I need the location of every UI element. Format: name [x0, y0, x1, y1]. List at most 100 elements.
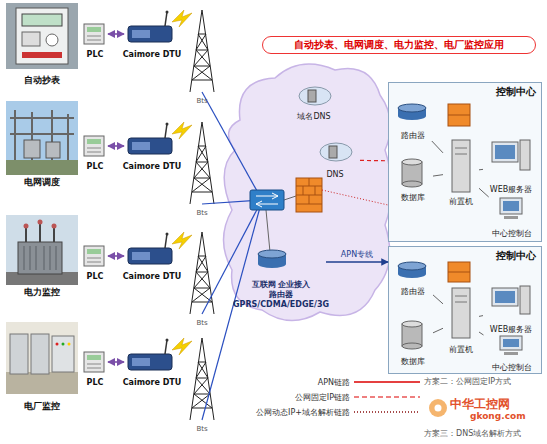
router-icon — [398, 112, 426, 120]
photo-substation — [67, 114, 69, 160]
firewall — [296, 178, 322, 204]
device-box: WEB服务器 — [483, 285, 539, 335]
node-label: Bts — [196, 209, 207, 218]
dtu-modem: Caimore DTU — [124, 18, 180, 60]
connector — [433, 175, 443, 176]
base-station: Bts — [184, 4, 220, 106]
server-tower — [455, 302, 467, 303]
firewall — [309, 178, 310, 186]
plc-box: PLC — [82, 244, 108, 282]
node-label: GPRS/CDMA/EDGE/3G — [233, 300, 329, 310]
console-pc — [500, 336, 522, 350]
node-label: 中心控制台 — [492, 229, 532, 239]
dtu-modem: Caimore DTU — [124, 130, 180, 172]
connector — [479, 315, 483, 317]
row-devices — [84, 122, 214, 204]
photo-meter — [6, 3, 78, 69]
photo-control-room — [56, 343, 59, 346]
node-label: 前置机 — [449, 197, 473, 207]
console-pc — [500, 198, 522, 214]
dtu-modem: Caimore DTU — [124, 346, 180, 388]
node-label: Caimore DTU — [123, 272, 182, 282]
node-label: PLC — [87, 378, 104, 388]
scheme-note: 方案三：DNS域名解析方式 — [424, 428, 521, 439]
firewall — [448, 104, 470, 282]
row-devices — [84, 10, 214, 92]
console-pc — [503, 339, 519, 347]
photo-substation — [6, 101, 78, 175]
tower-link — [202, 92, 262, 200]
dtu-modem: Caimore DTU — [124, 240, 180, 282]
photo-control-room — [62, 343, 65, 346]
connector — [479, 332, 484, 335]
node-label: 电厂监控 — [24, 401, 60, 412]
node-label: 中心控制台 — [492, 363, 532, 373]
legend-row: 公网动态IP+域名解析链路 — [230, 406, 420, 418]
server-tower — [452, 288, 470, 338]
photo-control-room — [6, 322, 78, 394]
database-icon — [402, 181, 422, 187]
node-label: Caimore DTU — [123, 50, 182, 60]
photo-transformer — [56, 246, 57, 270]
legend-row: 公网固定IP链路 — [230, 391, 420, 403]
photo-transformer — [44, 246, 45, 270]
dns-server: 域名DNS — [282, 82, 346, 122]
node-label: Caimore DTU — [123, 162, 182, 172]
node-label: Bts — [196, 425, 207, 434]
photo-transformer — [24, 246, 25, 270]
edge-label: APN专线 — [341, 249, 373, 260]
device-box: 数据库 — [393, 317, 433, 367]
dns-cloud — [320, 143, 352, 161]
legend-line — [354, 396, 420, 397]
web-server — [520, 286, 530, 314]
node-label: 互联网 企业接入路由器 — [251, 280, 311, 300]
database-icon — [402, 159, 422, 165]
control-center: 控制中心路由器前置机WEB服务器数据库中心控制台 — [388, 246, 542, 374]
dns-server: DNS — [310, 140, 360, 180]
row-devices — [84, 232, 214, 314]
server-tower — [455, 296, 467, 297]
firewall — [309, 195, 310, 204]
node-label: 域名DNS — [297, 112, 330, 122]
router-icon — [258, 260, 286, 268]
legend-swatch — [354, 407, 420, 417]
database-icon — [402, 343, 422, 349]
connector — [326, 261, 388, 263]
firewall — [296, 178, 322, 212]
connector — [479, 188, 489, 197]
dns-cloud — [329, 146, 337, 158]
network-switch — [250, 190, 284, 210]
connector — [433, 295, 443, 304]
network-switch — [250, 190, 284, 210]
link-dotted — [322, 190, 388, 205]
web-server — [492, 142, 518, 162]
photo-control-room — [31, 334, 49, 374]
device-box: 前置机 — [443, 137, 479, 207]
watermark: 中华工控网 — [450, 396, 510, 413]
control-center-panel — [388, 82, 542, 374]
watermark: gkong.com — [470, 411, 526, 421]
photo-transformer — [38, 220, 43, 225]
plc-box: PLC — [82, 22, 108, 60]
photo-control-room — [10, 334, 28, 374]
photo-transformer — [36, 246, 37, 270]
firewall — [296, 178, 322, 212]
base-station: Bts — [184, 116, 220, 218]
scheme-note: 方案二：公网固定IP方式 — [424, 376, 511, 387]
photo-meter — [22, 52, 62, 58]
console-pc — [503, 201, 519, 211]
photo-substation — [6, 101, 78, 175]
control-center-panel — [388, 246, 542, 374]
node-label: WEB服务器 — [490, 325, 532, 335]
photo-panel: 自动抄表 — [2, 2, 82, 86]
photo-transformer — [6, 215, 78, 285]
server-tower — [452, 140, 470, 192]
photo-panel: 电网调度 — [2, 100, 82, 188]
photo-substation — [24, 140, 40, 158]
legend-row: APN链路 — [230, 376, 420, 388]
node-label: 路由器 — [401, 287, 425, 297]
network-wire — [284, 196, 296, 200]
device-box: 前置机 — [443, 285, 479, 355]
